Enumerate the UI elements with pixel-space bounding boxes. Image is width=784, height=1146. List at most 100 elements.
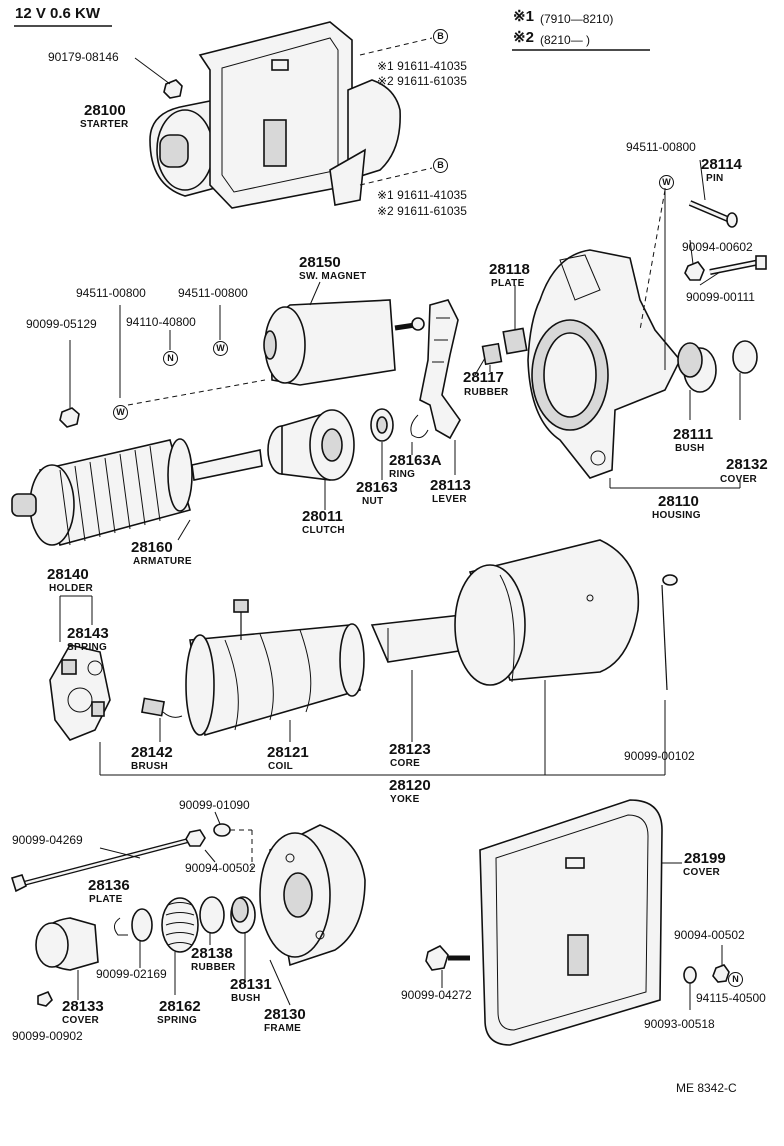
pin-28114 [688,200,738,228]
callout-n-bottom: N [728,972,743,987]
key-2-range: (8210— ) [540,33,591,47]
label-bush-28111: BUSH [675,443,705,454]
label-90093-00518: 90093-00518 [644,1017,715,1031]
label-lever: LEVER [432,494,467,505]
rubber-28138 [199,896,225,934]
starter-assembly-drawing [149,21,401,209]
label-90094-00602: 90094-00602 [682,240,753,254]
label-90094-00502-a: 90094-00502 [185,861,256,875]
label-90179-08146: 90179-08146 [48,50,119,64]
diagram-code: ME 8342-C [676,1081,737,1095]
label-28118: 28118 [489,261,530,278]
label-nut-28163: NUT [362,496,384,507]
label-28150: 28150 [299,254,341,271]
nut-90094-00502-b [712,964,730,983]
label-starter: STARTER [80,119,129,130]
label-cover-28132: COVER [720,474,758,485]
label-28133: 28133 [62,998,104,1015]
washer-90099-02169 [131,908,153,942]
diagram-title: 12 V 0.6 KW [15,5,101,22]
label-28143: 28143 [67,625,109,642]
label-28011: 28011 [302,508,343,525]
label-28138: 28138 [191,945,233,962]
label-28113: 28113 [430,477,471,494]
label-ring: RING [389,469,416,480]
label-28123: 28123 [389,741,431,758]
label-28120: 28120 [389,777,431,794]
label-28160: 28160 [131,539,173,556]
nut-90094-00602 [684,261,705,281]
label-90099-04272: 90099-04272 [401,988,472,1002]
key-1-marker: ※1 [513,8,534,25]
frame-28130 [259,824,366,967]
washer-90099-01090 [213,823,231,837]
label-28130: 28130 [264,1006,306,1023]
label-28142: 28142 [131,744,173,761]
label-bush-28131: BUSH [231,993,261,1004]
label-28140: 28140 [47,566,89,583]
label-holder: HOLDER [49,583,94,594]
key-1-range: (7910—8210) [540,12,614,26]
label-b2-line2: ※2 91611-61035 [377,204,467,218]
bush-28131 [230,896,256,934]
label-spring-28143: SPRING [67,642,108,653]
label-28132: 28132 [726,456,768,473]
rubber-28117 [481,342,503,366]
through-bolt-90099-04269 [10,837,191,893]
brush-holder-drawing [49,644,111,741]
callout-b-top: B [433,29,448,44]
cover-28132 [732,340,758,374]
label-28199: 28199 [684,850,726,867]
coil-28121 [185,599,365,737]
bush-28111 [677,342,717,393]
label-28110: 28110 [658,493,699,510]
label-28163A: 28163A [389,452,442,469]
label-28163: 28163 [356,479,398,496]
key-2-marker: ※2 [513,29,534,46]
label-90094-00502-b: 90094-00502 [674,928,745,942]
ring-28163A [410,414,429,439]
label-b2-line1: ※1 91611-41035 [377,188,467,202]
label-28136: 28136 [88,877,130,894]
spring-28162 [161,897,199,953]
label-b1-line1: ※1 91611-41035 [377,59,467,73]
housing-drawing [527,249,681,479]
armature-drawing [11,438,263,546]
cover-28199-drawing [479,799,663,1046]
label-plate-28136: PLATE [89,894,123,905]
label-cover-28199: COVER [683,867,721,878]
plate-28118 [502,327,528,355]
bolt-90099-04272 [425,945,470,971]
label-94115-40500: 94115-40500 [696,991,766,1005]
cover-28133 [35,917,99,971]
label-90099-05129: 90099-05129 [26,317,97,331]
lever-28113 [419,299,461,440]
screw-90099-00902 [37,990,53,1007]
label-cover-28133: COVER [62,1015,100,1026]
label-94511-00800-a: 94511-00800 [76,286,146,300]
washer-90093-00518 [683,966,697,984]
washer-90094-00502 [185,829,206,847]
plate-28136 [114,917,128,936]
label-90099-04269: 90099-04269 [12,833,83,847]
label-28111: 28111 [673,426,714,443]
label-housing: HOUSING [652,510,701,521]
label-frame: FRAME [264,1023,302,1034]
label-90099-00111: 90099-00111 [686,290,755,304]
callout-n-mid: N [163,351,178,366]
label-90099-02169: 90099-02169 [96,967,167,981]
label-28121: 28121 [267,744,309,761]
nut-90179-08146 [163,79,183,99]
nut-28163 [370,408,394,442]
label-core: CORE [390,758,421,769]
label-sw-magnet: SW. MAGNET [299,271,367,282]
callout-w-top: W [659,175,674,190]
callout-w-mid-right: W [213,341,228,356]
label-yoke: YOKE [390,794,420,805]
label-94511-00800-b: 94511-00800 [178,286,248,300]
label-90099-00102: 90099-00102 [624,749,695,763]
brush-28142 [141,697,165,717]
label-b1-line2: ※2 91611-61035 [377,74,467,88]
callout-b-bottom: B [433,158,448,173]
